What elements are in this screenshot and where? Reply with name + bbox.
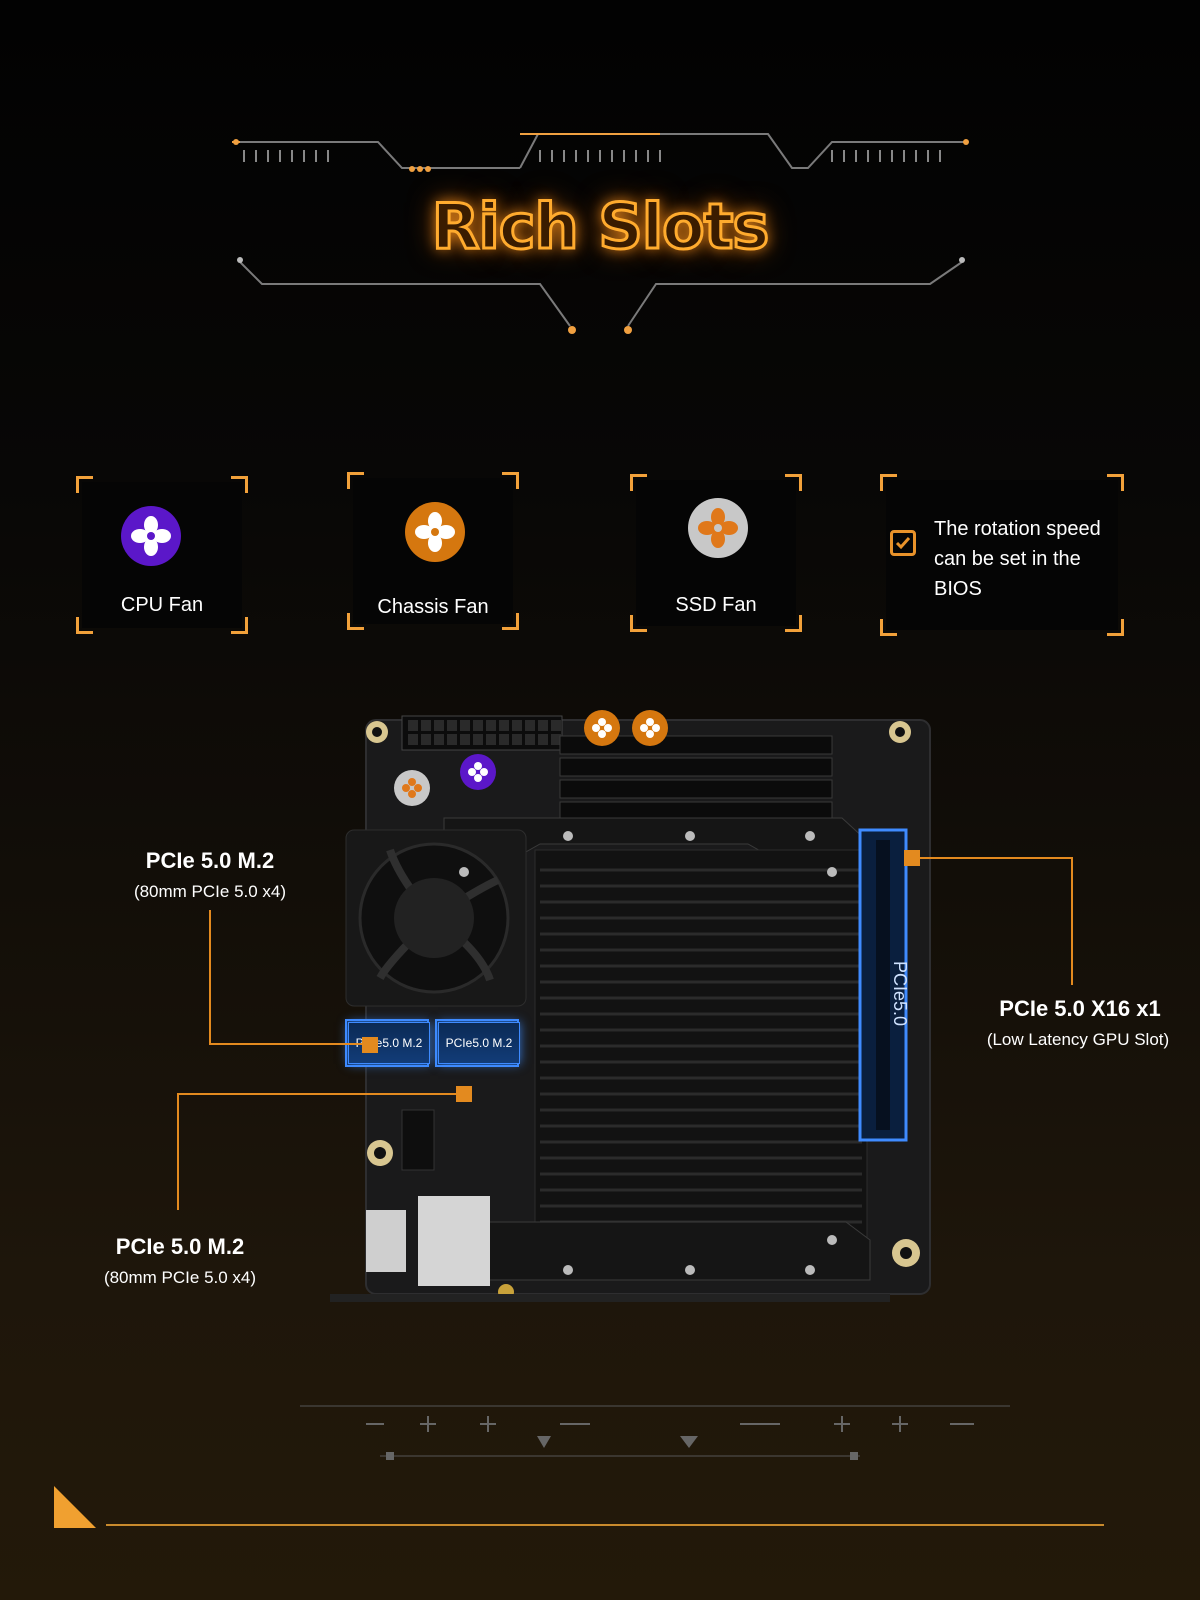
corner-bracket bbox=[502, 613, 519, 630]
m2-top-subtitle: (80mm PCIe 5.0 x4) bbox=[133, 882, 287, 901]
corner-bracket bbox=[231, 476, 248, 493]
corner-bracket bbox=[502, 472, 519, 489]
corner-bracket bbox=[880, 619, 897, 636]
motherboard-image bbox=[330, 710, 931, 1302]
corner-bracket bbox=[347, 613, 364, 630]
bios-note-line: can be set in the bbox=[934, 548, 1081, 570]
corner-bracket bbox=[1107, 619, 1124, 636]
chassis-fan-label: Chassis Fan bbox=[377, 596, 489, 618]
corner-bracket bbox=[1107, 474, 1124, 491]
x16-title: PCIe 5.0 X16 x1 bbox=[999, 996, 1161, 1021]
cpu-fan-label: CPU Fan bbox=[120, 594, 204, 616]
corner-bracket bbox=[231, 617, 248, 634]
header-frame bbox=[232, 133, 969, 334]
bios-note-line: The rotation speed bbox=[934, 518, 1101, 540]
page-title: Rich Slots bbox=[430, 189, 771, 265]
bottom-decoration bbox=[54, 1405, 1104, 1528]
m2-slot-label-right: PCIe5.0 M.2 bbox=[438, 1022, 520, 1064]
chassis-fan-card: Chassis Fan bbox=[347, 472, 519, 630]
x16-subtitle: (Low Latency GPU Slot) bbox=[986, 1030, 1170, 1049]
corner-bracket bbox=[630, 474, 647, 491]
corner-bracket bbox=[630, 615, 647, 632]
cpu-fan-card: CPU Fan bbox=[76, 476, 248, 634]
corner-bracket bbox=[880, 474, 897, 491]
callout-marker bbox=[456, 1086, 472, 1102]
ssd-fan-card: SSD Fan bbox=[630, 474, 802, 632]
pcie-slot-label: PCIe5.0 bbox=[890, 961, 910, 1027]
bios-note-text: The rotation speed can be set in the BIO… bbox=[934, 514, 1101, 604]
bios-note-card: The rotation speed can be set in the BIO… bbox=[880, 474, 1124, 636]
corner-bracket bbox=[785, 615, 802, 632]
m2-top-title: PCIe 5.0 M.2 bbox=[145, 848, 275, 873]
cpu-fan-icon bbox=[121, 506, 181, 566]
ssd-fan-label: SSD Fan bbox=[675, 594, 757, 616]
corner-bracket bbox=[347, 472, 364, 489]
check-icon bbox=[890, 530, 916, 556]
m2-bottom-subtitle: (80mm PCIe 5.0 x4) bbox=[103, 1268, 257, 1287]
bios-note-line: BIOS bbox=[934, 578, 982, 600]
callout-marker bbox=[362, 1037, 378, 1053]
chassis-fan-icon bbox=[405, 502, 465, 562]
ssd-fan-icon bbox=[688, 498, 748, 558]
corner-bracket bbox=[76, 476, 93, 493]
callout-marker bbox=[904, 850, 920, 866]
corner-bracket bbox=[76, 617, 93, 634]
card-background bbox=[886, 480, 1118, 630]
corner-bracket bbox=[785, 474, 802, 491]
m2-bottom-title: PCIe 5.0 M.2 bbox=[115, 1234, 245, 1259]
